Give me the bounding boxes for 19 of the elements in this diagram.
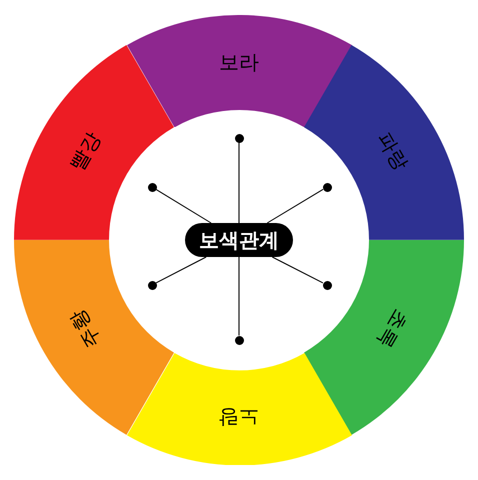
connector-line xyxy=(266,188,324,224)
dot xyxy=(148,182,156,192)
dot xyxy=(234,336,244,344)
connector-line xyxy=(238,142,240,224)
connector-line xyxy=(156,256,207,284)
dot xyxy=(148,280,156,290)
color-name: 주황 xyxy=(66,306,104,352)
connector-line xyxy=(272,256,324,284)
color-name: 파랑 xyxy=(374,128,412,174)
dot xyxy=(234,134,244,142)
dot xyxy=(322,280,332,290)
connector-line xyxy=(238,256,240,336)
color-name: 노랑 xyxy=(219,408,259,428)
dot xyxy=(322,182,332,192)
color-name: 빨강 xyxy=(66,128,104,174)
color-name: 초록 xyxy=(374,306,412,352)
connector-line xyxy=(155,188,212,224)
center-label: 보색관계 xyxy=(185,223,293,257)
color-name: 보라 xyxy=(219,52,259,72)
